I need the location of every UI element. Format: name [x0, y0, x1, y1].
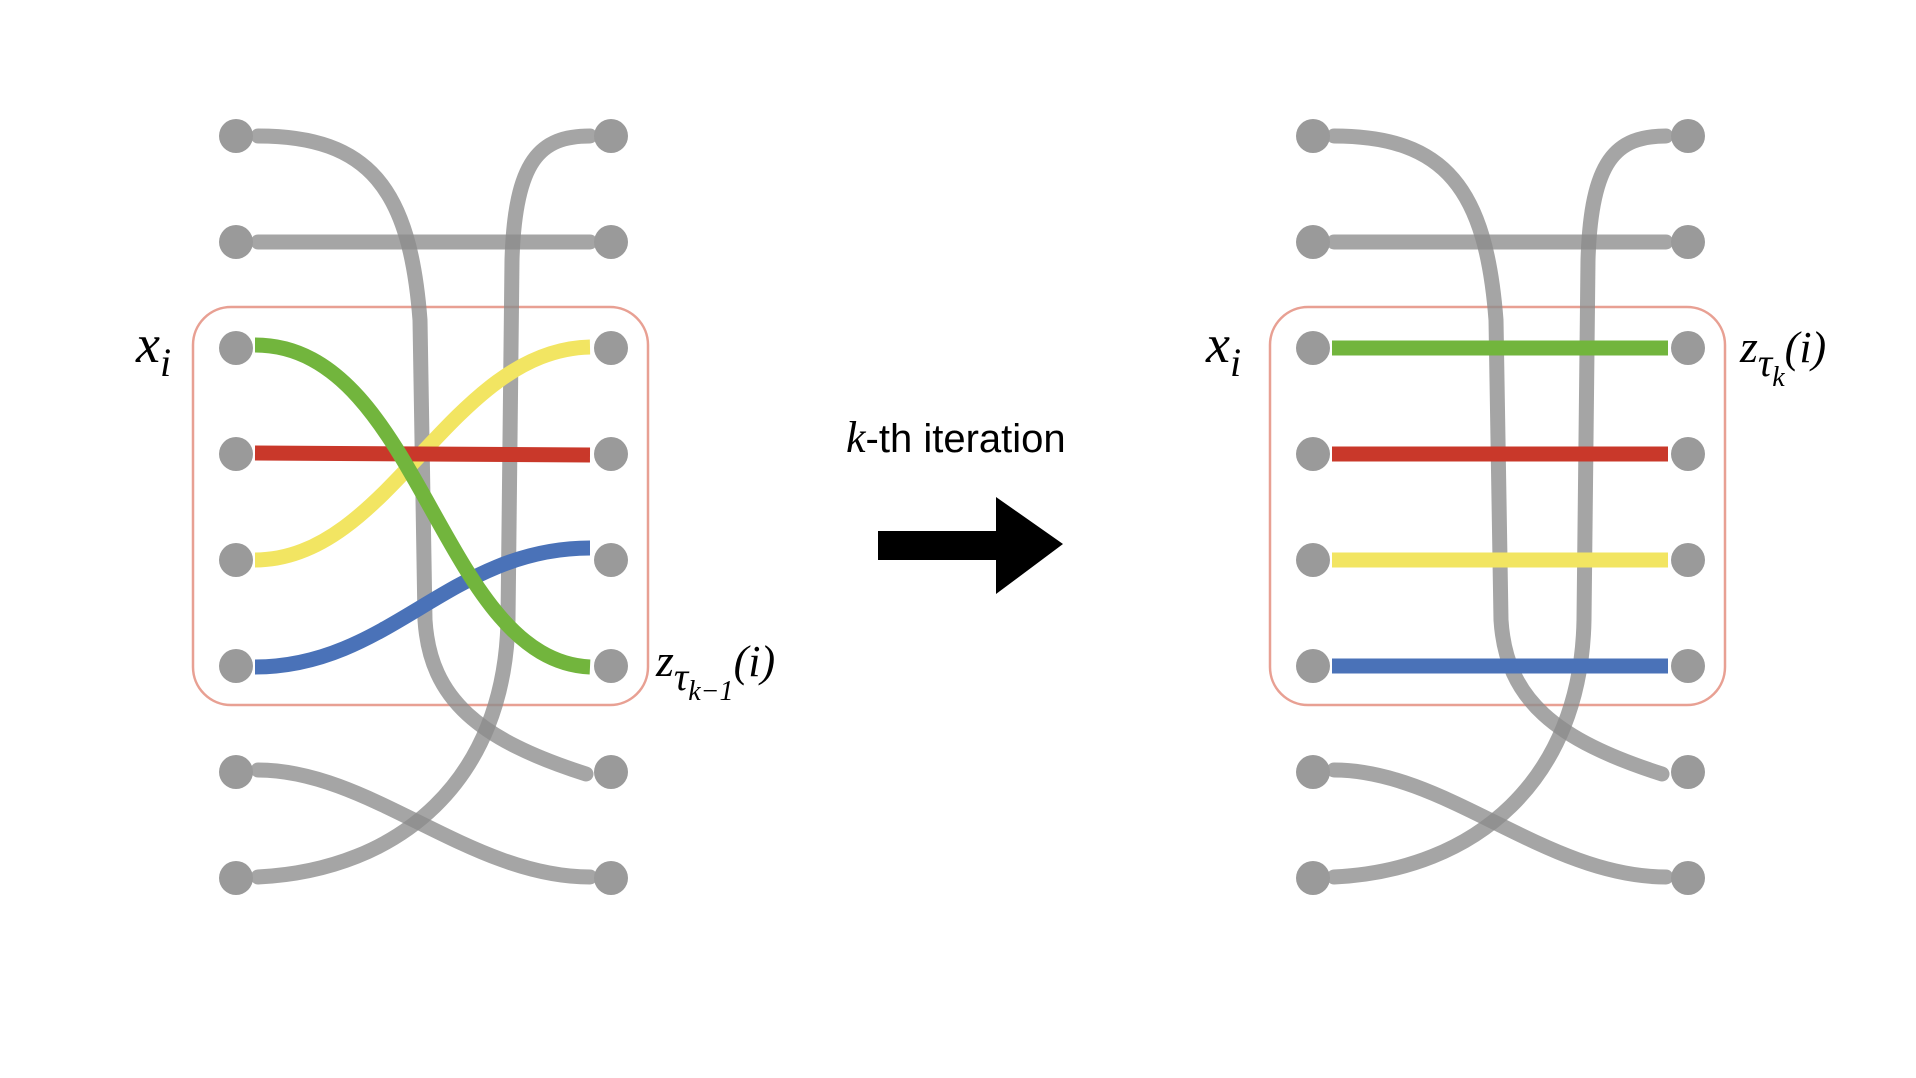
gray-edges	[250, 128, 598, 885]
node	[1296, 225, 1330, 259]
left-panel: xi zτk−1(i)	[135, 119, 775, 895]
output-label-sub: τ	[1758, 340, 1774, 385]
input-label-sub: i	[160, 340, 171, 385]
red-edge	[254, 445, 591, 463]
node	[219, 755, 253, 789]
colored-edges	[254, 337, 591, 675]
output-label: zτk(i)	[1739, 321, 1826, 393]
node	[1671, 543, 1705, 577]
node	[594, 543, 628, 577]
colored-edges	[1332, 340, 1668, 674]
node	[594, 861, 628, 895]
input-label: xi	[135, 314, 171, 385]
node	[1296, 119, 1330, 153]
node	[1296, 861, 1330, 895]
input-label-base: x	[135, 314, 160, 374]
output-label-subsub: k−1	[688, 676, 733, 707]
input-label: xi	[1205, 314, 1241, 385]
node	[594, 119, 628, 153]
node	[594, 649, 628, 683]
node	[1671, 861, 1705, 895]
node	[594, 755, 628, 789]
node	[594, 331, 628, 365]
gray-edge	[250, 762, 598, 885]
right-nodes	[1296, 119, 1705, 895]
input-label-base: x	[1205, 314, 1230, 374]
node	[1671, 331, 1705, 365]
node	[1671, 119, 1705, 153]
output-label-paren: (i)	[1785, 323, 1827, 372]
iteration-arrow: k-th iteration	[846, 413, 1066, 594]
gray-edge	[250, 128, 594, 782]
output-label-subsub: k	[1772, 362, 1785, 393]
node	[219, 331, 253, 365]
node	[1296, 543, 1330, 577]
iteration-caption: k-th iteration	[846, 413, 1066, 462]
node	[594, 225, 628, 259]
output-label: zτk−1(i)	[655, 635, 775, 707]
gray-edge	[1326, 128, 1670, 782]
node	[219, 649, 253, 683]
node	[1296, 755, 1330, 789]
output-label-base: z	[655, 635, 674, 686]
output-label-base: z	[1739, 321, 1758, 372]
gray-edges	[1326, 128, 1674, 885]
iteration-caption-var: k	[846, 413, 867, 462]
node	[219, 225, 253, 259]
iteration-caption-text: -th iteration	[866, 417, 1066, 461]
left-nodes	[219, 119, 628, 895]
node	[1671, 225, 1705, 259]
node	[1296, 437, 1330, 471]
input-label-sub: i	[1230, 340, 1241, 385]
node	[1671, 755, 1705, 789]
green-edge	[254, 337, 591, 675]
gray-edge	[1326, 762, 1674, 885]
gray-edge	[250, 128, 598, 885]
node	[219, 543, 253, 577]
blue-edge	[254, 540, 591, 675]
node	[1671, 649, 1705, 683]
output-label-paren: (i)	[734, 637, 776, 686]
node	[219, 437, 253, 471]
right-arrow-icon	[878, 497, 1063, 594]
node	[594, 437, 628, 471]
node	[1296, 649, 1330, 683]
output-label-sub: τ	[674, 654, 690, 699]
node	[219, 861, 253, 895]
node	[219, 119, 253, 153]
node	[1296, 331, 1330, 365]
node	[1671, 437, 1705, 471]
right-panel: xi zτk(i)	[1205, 119, 1826, 895]
